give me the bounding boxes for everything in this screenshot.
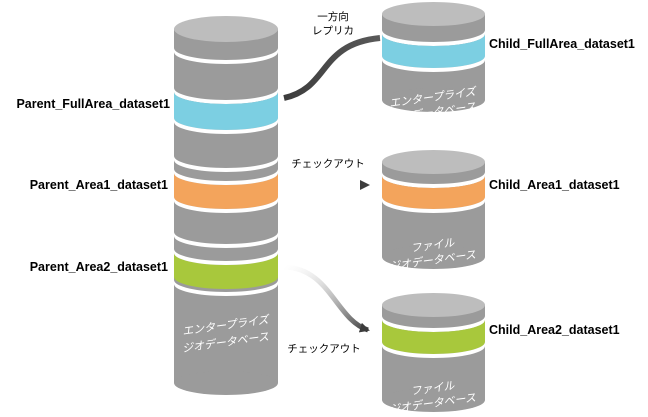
child-area1-db-type-line1: ファイル: [410, 236, 456, 255]
checkout-annotation-2: チェックアウト: [287, 343, 361, 355]
one-way-replica-arrow: [283, 35, 381, 101]
child-fullarea-label: Child_FullArea_dataset1: [489, 37, 635, 51]
child-fullarea-band: [382, 34, 485, 68]
child-area2-label: Child_Area2_dataset1: [489, 323, 620, 337]
child-fullarea-database: エンタープライズ ジオデータベース: [382, 2, 485, 125]
child-area2-database: ファイル ジオデータベース: [382, 293, 485, 416]
parent-area2-band: [174, 253, 278, 289]
child-area2-db-type-line1: ファイル: [410, 379, 456, 398]
parent-area2-label: Parent_Area2_dataset1: [30, 260, 168, 274]
parent-area1-label: Parent_Area1_dataset1: [30, 178, 168, 192]
child-area1-band: [382, 176, 485, 210]
replica-annotation-line2: レプリカ: [312, 25, 354, 37]
child-area2-band: [382, 320, 485, 354]
parent-area1-band: [174, 173, 278, 209]
parent-fullarea-label: Parent_FullArea_dataset1: [16, 97, 170, 111]
parent-fullarea-band: [174, 92, 278, 130]
parent-database: エンタープライズ ジオデータベース: [174, 16, 278, 395]
child-area1-database: ファイル ジオデータベース: [382, 150, 485, 273]
child-area1-label: Child_Area1_dataset1: [489, 178, 620, 192]
checkout-arrow-2: [283, 264, 370, 333]
checkout-annotation-1: チェックアウト: [291, 158, 365, 170]
replica-annotation-line1: 一方向: [317, 10, 349, 23]
